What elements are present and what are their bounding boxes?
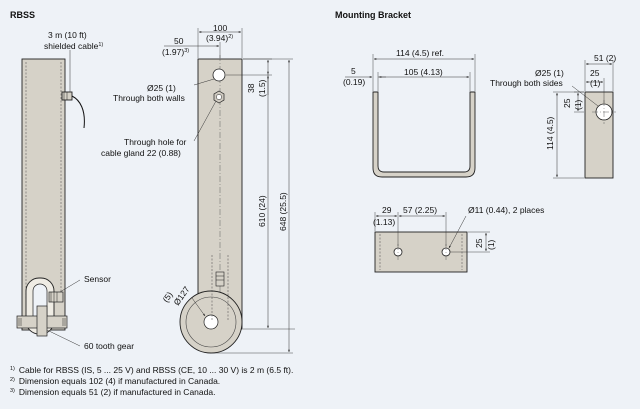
bracket-side-view: [345, 54, 476, 178]
rbss-title: RBSS: [10, 10, 35, 20]
footnote-1: 1)Cable for RBSS (IS, 5 ... 25 V) and RB…: [10, 365, 293, 375]
footnotes: 1)Cable for RBSS (IS, 5 ... 25 V) and RB…: [10, 365, 293, 397]
dim-width-top-in: (3.94)2): [206, 33, 233, 43]
bottom-dim-25-in: (1): [486, 239, 496, 250]
end-dim-hole-y: 25: [562, 98, 572, 108]
end-dim-hole-y-in: (1): [573, 99, 583, 110]
dim-hole-v-in: (1.5): [257, 79, 267, 97]
bracket-dim-wall-in: (0.19): [343, 77, 365, 87]
end-hole-label-line1: Ø25 (1): [535, 68, 564, 78]
rbss-front-view: [164, 28, 295, 354]
bottom-hole-label: Ø11 (0.44), 2 places: [468, 205, 544, 215]
gear-label: 60 tooth gear: [84, 341, 134, 351]
end-dim-hole-x: 25: [590, 68, 600, 78]
bottom-dim-57: 57 (2.25): [403, 205, 437, 215]
bracket-dim-inner: 105 (4.13): [404, 67, 443, 77]
bracket-bottom-view: [374, 212, 490, 273]
cable-label-line1: 3 m (10 ft): [48, 30, 87, 40]
sensor: [48, 291, 64, 303]
bottom-dim-25: 25: [474, 238, 484, 248]
dim-gear-in: (5): [160, 290, 174, 304]
sensor-front: [215, 271, 225, 287]
gland-label-line1: Through hole for: [124, 137, 187, 147]
hole-label-line2: Through both walls: [113, 93, 185, 103]
cable-label-line2: shielded cable1): [44, 41, 103, 51]
end-dim-width: 51 (2): [594, 53, 616, 63]
bracket-u-profile: [372, 91, 476, 178]
bracket-end-view: [553, 60, 616, 179]
rbss-side-view: [16, 50, 85, 347]
dim-width-top: 100: [213, 23, 227, 33]
gland-label-line2: cable gland 22 (0.88): [101, 148, 181, 158]
gear-edge: [36, 305, 48, 337]
footnote-3: 3)Dimension equals 51 (2) if manufacture…: [10, 387, 215, 397]
through-hole: [212, 68, 226, 82]
dim-610: 610 (24): [257, 195, 267, 227]
end-hole-label-line2: Through both sides: [490, 78, 563, 88]
end-dim-hole-x-in: (1): [590, 78, 601, 88]
footnote-2: 2)Dimension equals 102 (4) if manufactur…: [10, 376, 220, 386]
dim-offset-in: (1.97)3): [162, 47, 189, 57]
bracket-end-plate: [584, 91, 614, 179]
bracket-title: Mounting Bracket: [335, 10, 411, 20]
sensor-label: Sensor: [84, 274, 111, 284]
bracket-dim-overall: 114 (4.5) ref.: [396, 48, 444, 58]
hole-label-line1: Ø25 (1): [147, 83, 176, 93]
bracket-dim-wall: 5: [351, 66, 356, 76]
dim-hole-v: 38: [246, 83, 256, 93]
bottom-dim-29: 29: [382, 205, 392, 215]
end-dim-height: 114 (4.5): [545, 116, 555, 150]
dim-648: 648 (25.5): [278, 192, 288, 231]
cable: [71, 95, 85, 129]
bottom-dim-29-in: (1.13): [373, 217, 395, 227]
dim-offset: 50: [174, 36, 184, 46]
